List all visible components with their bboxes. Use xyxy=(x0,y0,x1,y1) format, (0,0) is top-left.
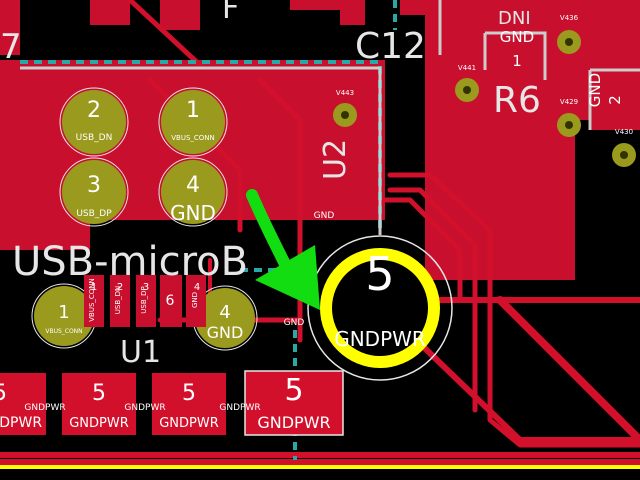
smd-pad[interactable]: 5 GNDPWR xyxy=(244,370,344,436)
ref-u1: U1 xyxy=(120,335,161,370)
via-label: V443 xyxy=(336,89,354,97)
smd-pad[interactable]: 5 GNDPWR xyxy=(0,373,46,435)
via[interactable]: V429 xyxy=(557,98,581,137)
strip-num: 6 xyxy=(166,293,175,309)
strip-label: USB_DP xyxy=(140,286,148,313)
strip-label: GND xyxy=(191,292,199,308)
smd-pad-number: 5 xyxy=(284,373,303,408)
smd-pad-net: GNDPWR xyxy=(159,416,219,431)
ref-c12: C12 xyxy=(355,26,426,67)
strip-label: VBUS_CONN xyxy=(88,278,96,322)
pad-net: GND xyxy=(170,201,216,225)
pad-number: 5 xyxy=(365,247,394,301)
gnd-label: GND xyxy=(314,211,335,221)
strip-num: 2 xyxy=(117,282,123,293)
pad-net: GNDPWR xyxy=(334,327,426,351)
via-label: V429 xyxy=(560,98,578,106)
via[interactable]: V436 xyxy=(557,14,581,54)
smd-pad-row: 5 GNDPWR 5 GNDPWR 5 GNDPWR 5 GNDPWR GNDP… xyxy=(0,370,344,436)
gndpwr-label: GNDPWR xyxy=(124,403,165,413)
ref-dni: DNI xyxy=(498,8,531,29)
silkscreen-labels: USB-microB C12 R6 U1 U2 DNI 7 F xyxy=(0,0,541,370)
smd-pad-number: 5 xyxy=(182,381,196,406)
r6-pad-num: 2 xyxy=(606,95,624,105)
tht-pad-1-top[interactable]: 1 VBUS_CONN xyxy=(158,87,228,157)
pad-net: USB_DP xyxy=(76,209,112,219)
via[interactable]: V443 xyxy=(333,89,357,127)
board-edge xyxy=(20,0,640,235)
tht-pad-3[interactable]: 3 USB_DP xyxy=(59,157,129,227)
pad-number: 1 xyxy=(186,98,200,123)
gnd-label: GND xyxy=(284,318,305,328)
r6-pad-net: GND xyxy=(500,28,534,46)
tht-pad-5-gndpwr[interactable]: 5 GNDPWR xyxy=(307,235,453,381)
pad-number: 1 xyxy=(58,302,69,323)
strip-num: 4 xyxy=(194,282,200,293)
pad-net: USB_DN xyxy=(76,133,113,143)
net-labels: GND GND xyxy=(284,211,335,328)
ref-u2: U2 xyxy=(318,139,353,180)
r6-pad-2[interactable]: GND 2 xyxy=(586,73,624,107)
strip-num: 3 xyxy=(143,282,149,293)
ref-usb-micro: USB-microB xyxy=(12,239,248,285)
pad-number: 2 xyxy=(87,98,101,123)
pad-net: VBUS_CONN xyxy=(45,328,82,335)
smd-pad-number: 5 xyxy=(0,381,7,406)
gndpwr-label: GNDPWR xyxy=(24,403,65,413)
connector-strip: VBUS_CONN USB_DN USB_DP GND 1 2 3 6 4 xyxy=(84,275,206,327)
r6-pad-num: 1 xyxy=(512,52,522,70)
vias: V443 V441 V436 V429 V430 xyxy=(333,14,636,167)
smd-pad[interactable]: 5 GNDPWR xyxy=(152,373,226,435)
copper-pour xyxy=(0,0,640,280)
smd-pad-net: GNDPWR xyxy=(69,416,129,431)
ref-seven: 7 xyxy=(0,27,22,67)
tht-pad-4-top[interactable]: 4 GND xyxy=(158,157,228,227)
smd-pad-number: 5 xyxy=(92,381,106,406)
strip-num: 1 xyxy=(91,282,97,293)
pad-net: GND xyxy=(207,323,244,342)
via-label: V430 xyxy=(615,128,633,136)
gndpwr-label: GNDPWR xyxy=(219,403,260,413)
tht-pad-1-bottom[interactable]: 1 VBUS_CONN xyxy=(31,283,97,349)
smd-pad[interactable]: 5 GNDPWR xyxy=(62,373,136,435)
r6-pad-1[interactable]: GND 1 xyxy=(500,28,534,70)
via-label: V436 xyxy=(560,14,579,22)
ref-r6: R6 xyxy=(493,80,541,121)
smd-pad-net: GNDPWR xyxy=(0,415,42,431)
pad-number: 3 xyxy=(87,173,101,198)
strip-label: USB_DN xyxy=(114,286,122,315)
selection-highlight xyxy=(0,465,640,469)
r6-pad-net: GND xyxy=(586,73,604,107)
pad-number: 4 xyxy=(219,302,230,323)
ref-f-partial: F xyxy=(222,0,239,26)
via[interactable]: V430 xyxy=(612,128,636,167)
via[interactable]: V441 xyxy=(455,64,479,102)
annotation-arrow xyxy=(246,189,320,310)
smd-pad-net: GNDPWR xyxy=(257,413,330,432)
tracks xyxy=(0,0,640,465)
pad-net: VBUS_CONN xyxy=(171,134,215,142)
via-label: V441 xyxy=(458,64,476,72)
tht-pad-2[interactable]: 2 USB_DN xyxy=(59,87,129,157)
tht-pad-4-bottom[interactable]: 4 GND xyxy=(192,285,258,351)
pad-number: 4 xyxy=(186,173,200,198)
